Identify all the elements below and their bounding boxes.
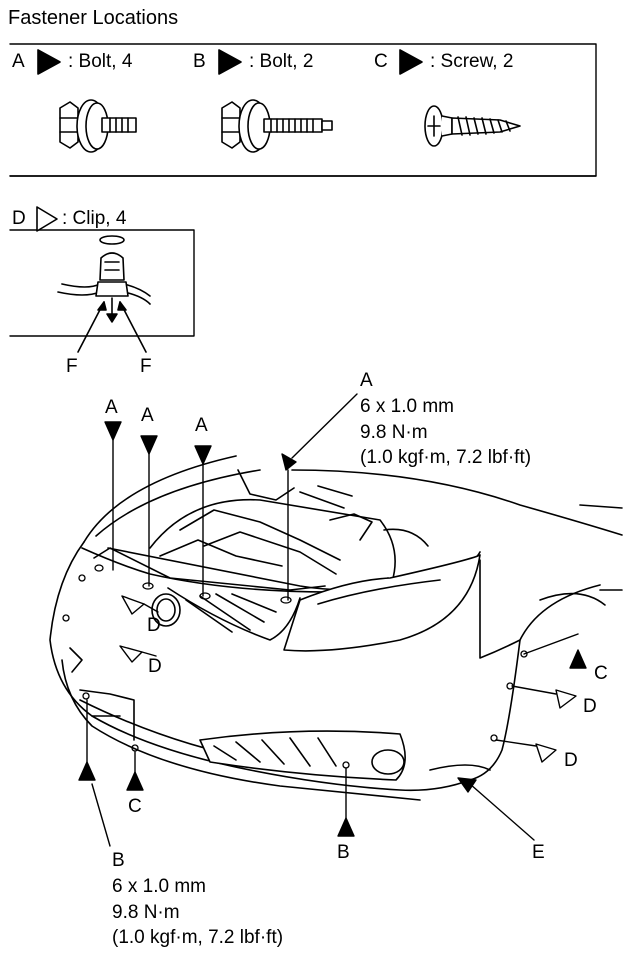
bolt-b-icon xyxy=(221,99,333,153)
front-bumper-drawing xyxy=(49,455,623,801)
leader-lines xyxy=(78,393,587,847)
legend-a-text: : Bolt, 4 xyxy=(68,51,133,72)
spec-b-size: 6 x 1.0 mm xyxy=(112,876,206,897)
legend-frame xyxy=(9,43,597,337)
legend-b-text: : Bolt, 2 xyxy=(249,51,314,72)
legend-c-text: : Screw, 2 xyxy=(430,51,514,72)
fastener-marks xyxy=(62,564,528,769)
callout-d-1: D xyxy=(147,615,161,636)
clip-callout-f-left: F xyxy=(66,356,78,377)
spec-a-torque-alt: (1.0 kgf·m, 7.2 lbf·ft) xyxy=(360,447,532,468)
legend-d-text: : Clip, 4 xyxy=(62,208,127,229)
callout-a-1: A xyxy=(105,397,118,418)
callout-a-3: A xyxy=(195,415,208,436)
callout-c-right: C xyxy=(594,663,608,684)
legend-c-letter: C xyxy=(374,51,388,72)
filled-triangle-icon xyxy=(399,49,423,75)
clip-callout-f-right: F xyxy=(140,356,152,377)
spec-a-letter: A xyxy=(360,370,373,391)
filled-triangle-icon xyxy=(218,49,242,75)
callout-d-2: D xyxy=(148,656,162,677)
legend-d-letter: D xyxy=(12,208,26,229)
spec-b-torque: 9.8 N·m xyxy=(112,902,180,923)
screw-c-icon xyxy=(424,105,521,147)
diagram-title: Fastener Locations xyxy=(8,7,179,29)
callout-b-bottom: B xyxy=(337,842,350,863)
bolt-a-icon xyxy=(59,99,137,153)
callout-c-left: C xyxy=(128,796,142,817)
spec-a-torque: 9.8 N·m xyxy=(360,422,428,443)
spec-b-letter: B xyxy=(112,850,125,871)
callout-d-3: D xyxy=(583,696,597,717)
filled-triangle-icon xyxy=(37,49,61,75)
legend-a-letter: A xyxy=(12,51,25,72)
callout-d-4: D xyxy=(564,750,578,771)
spec-b-torque-alt: (1.0 kgf·m, 7.2 lbf·ft) xyxy=(112,927,284,948)
callout-e: E xyxy=(532,842,545,863)
open-triangle-icon xyxy=(36,206,58,232)
spec-a-size: 6 x 1.0 mm xyxy=(360,396,454,417)
clip-d-icon xyxy=(57,235,151,353)
legend-b-letter: B xyxy=(193,51,206,72)
callout-a-2: A xyxy=(141,405,154,426)
